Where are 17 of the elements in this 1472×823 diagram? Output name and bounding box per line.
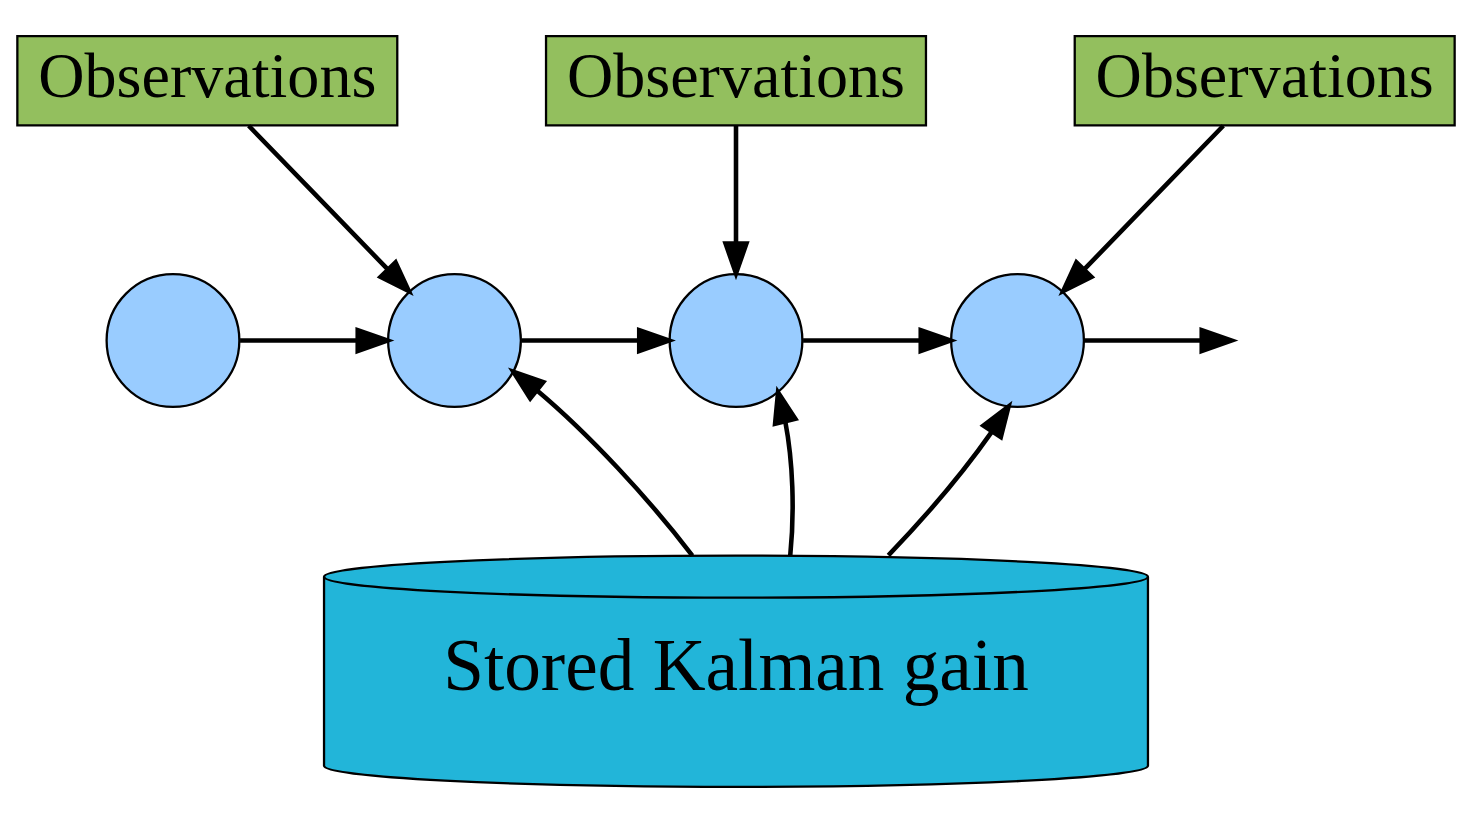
arrow bbox=[240, 326, 395, 355]
arrow bbox=[1083, 326, 1239, 355]
node-circle bbox=[105, 273, 241, 409]
arrow bbox=[247, 124, 414, 297]
node-circle bbox=[950, 273, 1086, 409]
arrow bbox=[722, 125, 750, 281]
node-box: Observations bbox=[544, 35, 928, 127]
node-circle bbox=[668, 273, 804, 409]
arrow bbox=[886, 400, 1013, 557]
arrow bbox=[803, 326, 958, 355]
node-box: Observations bbox=[1073, 35, 1456, 127]
arrow bbox=[521, 326, 676, 355]
arrow bbox=[508, 367, 695, 557]
arrow bbox=[772, 385, 799, 556]
node-circle bbox=[386, 273, 522, 409]
arrow bbox=[1058, 124, 1225, 297]
node-box: Observations bbox=[16, 35, 399, 127]
